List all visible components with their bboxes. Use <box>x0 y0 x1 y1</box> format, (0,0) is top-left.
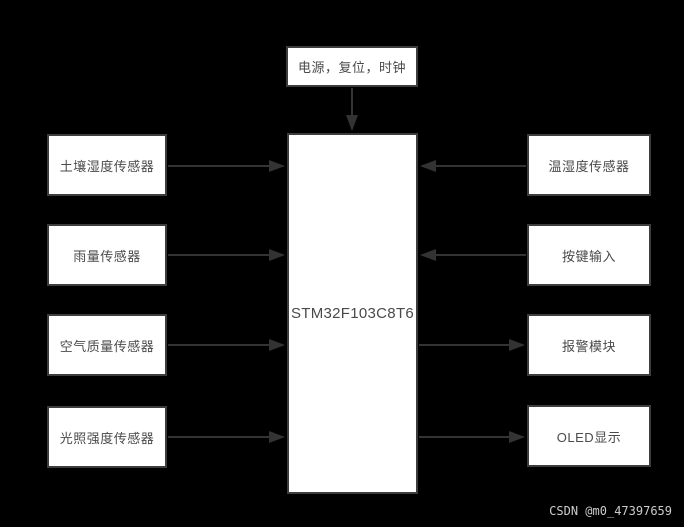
node-temp-humidity-sensor: 温湿度传感器 <box>527 134 651 196</box>
node-label: OLED显示 <box>556 429 622 445</box>
node-label: 电源，复位，时钟 <box>297 60 406 75</box>
node-air-quality-sensor: 空气质量传感器 <box>47 314 167 376</box>
watermark: CSDN @m0_47397659 <box>549 504 672 518</box>
node-label: 光照强度传感器 <box>59 430 155 446</box>
node-label: 报警模块 <box>561 338 616 354</box>
node-label: STM32F103C8T6 <box>290 305 415 322</box>
node-rain-sensor: 雨量传感器 <box>47 224 167 286</box>
node-alarm-module: 报警模块 <box>527 314 651 376</box>
node-mcu-stm32f103c8t6: STM32F103C8T6 <box>287 133 418 494</box>
node-label: 按键输入 <box>561 248 616 264</box>
node-light-intensity-sensor: 光照强度传感器 <box>47 406 167 468</box>
node-label: 空气质量传感器 <box>59 338 155 354</box>
node-label: 雨量传感器 <box>73 248 141 264</box>
node-soil-moisture-sensor: 土壤湿度传感器 <box>47 134 167 196</box>
node-label: 土壤湿度传感器 <box>59 158 155 174</box>
node-power-reset-clock: 电源，复位，时钟 <box>286 46 418 87</box>
node-label: 温湿度传感器 <box>548 158 630 174</box>
node-oled-display: OLED显示 <box>527 405 651 467</box>
node-key-input: 按键输入 <box>527 224 651 286</box>
